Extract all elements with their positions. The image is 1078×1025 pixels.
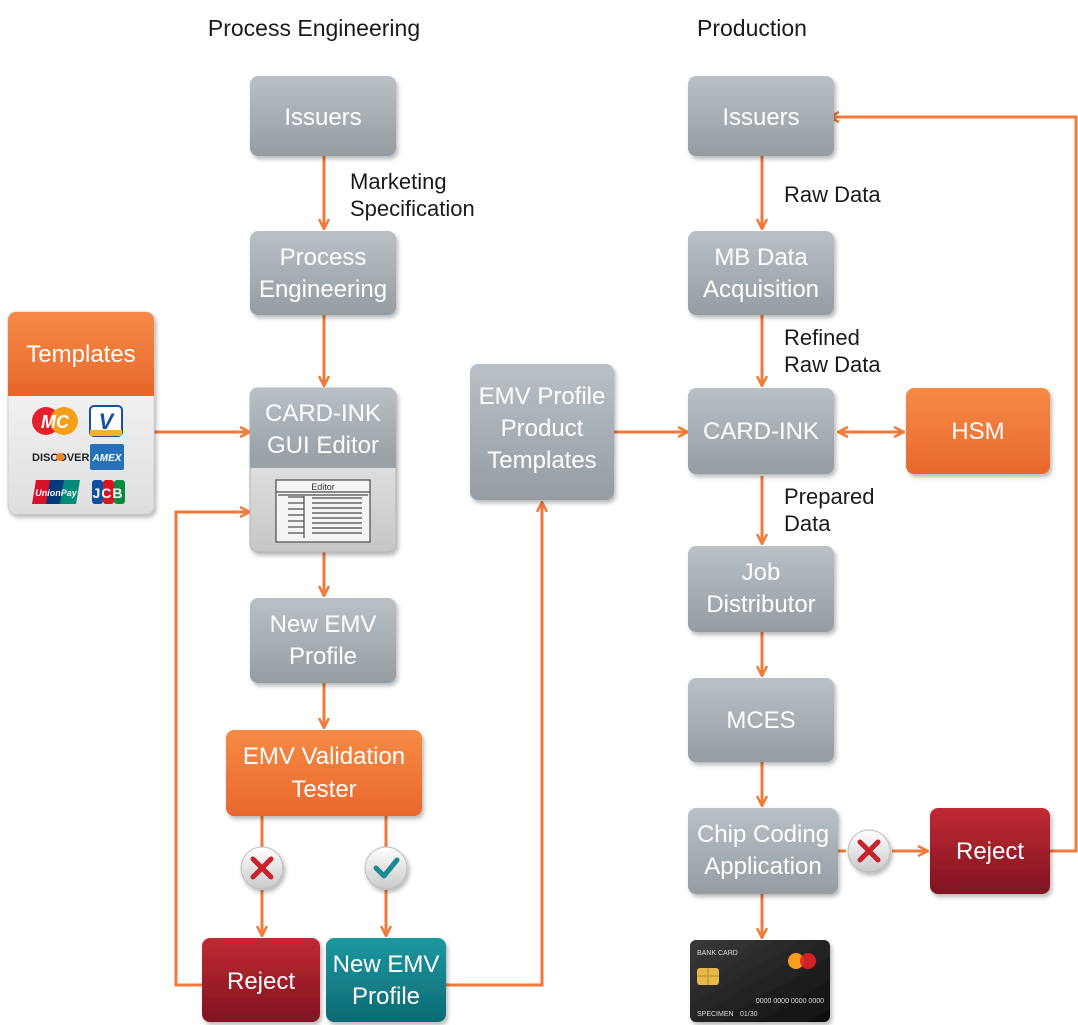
box-emv-validation-tester[interactable] [226, 730, 422, 816]
box-templates[interactable] [7, 311, 155, 515]
bank-card-title: BANK CARD [697, 950, 738, 957]
box-process-engineering-line2: Engineering [259, 276, 387, 303]
box-chip-coding-application-line1: Chip Coding [697, 821, 829, 848]
box-mb-data-acquisition[interactable] [688, 231, 834, 315]
box-new-emv-profile-1[interactable] [250, 598, 396, 683]
unionpay-logo-icon: UnionPay [32, 480, 80, 504]
box-process-engineering-line1: Process [280, 244, 367, 271]
jcb-logo-icon: JCB [92, 480, 125, 504]
bank-card-number: 0000 0000 0000 0000 [756, 998, 824, 1005]
box-reject-left[interactable] [202, 938, 320, 1022]
label-prepared-data-line2: Data [784, 511, 831, 536]
box-job-distributor-line1: Job [742, 559, 781, 586]
box-issuers-right[interactable] [688, 76, 834, 156]
box-emv-validation-tester-line2: Tester [291, 776, 356, 803]
box-hsm-label: HSM [951, 418, 1004, 445]
amex-logo-icon: AMEX [90, 444, 124, 470]
box-issuers-left-label: Issuers [284, 104, 361, 131]
mastercard-logo-icon: MC [32, 407, 78, 435]
label-refined-raw-data-line2: Raw Data [784, 352, 881, 377]
box-hsm[interactable] [906, 388, 1050, 474]
box-reject-left-label: Reject [227, 968, 295, 995]
fail-x-icon-right [847, 829, 891, 873]
svg-text:V: V [99, 409, 116, 434]
label-prepared-data-line1: Prepared [784, 484, 875, 509]
visa-logo-icon: V [89, 405, 123, 437]
svg-text:JCB: JCB [92, 485, 123, 501]
header-production: Production [697, 15, 807, 41]
box-card-ink[interactable] [688, 388, 834, 474]
box-job-distributor[interactable] [688, 546, 834, 632]
bank-card-icon [690, 940, 830, 1022]
box-process-engineering[interactable] [250, 231, 396, 315]
box-chip-coding-application[interactable] [688, 808, 838, 894]
discover-logo-icon: DISCOVER [32, 452, 90, 464]
box-gui-editor-line1: CARD-INK [265, 400, 381, 427]
header-process-engineering: Process Engineering [208, 15, 420, 41]
box-job-distributor-line2: Distributor [706, 591, 815, 618]
label-refined-raw-data-line1: Refined [784, 325, 860, 350]
arrow-reject-loop-to-editor [174, 512, 250, 987]
box-mces[interactable] [688, 678, 834, 762]
box-issuers-left[interactable] [250, 76, 396, 156]
svg-text:UnionPay: UnionPay [35, 488, 78, 498]
editor-window-icon [275, 479, 371, 543]
label-raw-data: Raw Data [784, 182, 881, 207]
box-mb-data-acquisition-line1: MB Data [714, 244, 808, 271]
box-new-emv-profile-2-line1: New EMV [333, 951, 440, 978]
box-emv-profile-product-templates[interactable] [470, 364, 614, 500]
label-marketing-spec-line1: Marketing [350, 169, 447, 194]
box-new-emv-profile-1-line1: New EMV [270, 611, 377, 638]
box-issuers-right-label: Issuers [722, 104, 799, 131]
svg-text:AMEX: AMEX [92, 453, 123, 464]
bank-card-holder: SPECIMEN [697, 1011, 734, 1018]
box-emv-profile-product-templates-line3: Templates [487, 447, 596, 474]
box-mb-data-acquisition-line2: Acquisition [703, 276, 819, 303]
arrow-reject-loop-to-issuers [829, 117, 1078, 853]
box-templates-label: Templates [26, 341, 135, 368]
box-emv-validation-tester-line1: EMV Validation [243, 743, 405, 770]
svg-text:MC: MC [41, 412, 70, 432]
box-new-emv-profile-1-line2: Profile [289, 643, 357, 670]
box-emv-profile-product-templates-line1: EMV Profile [479, 383, 606, 410]
box-emv-profile-product-templates-line2: Product [501, 415, 584, 442]
box-gui-editor-line2: GUI Editor [267, 432, 379, 459]
box-new-emv-profile-2-line2: Profile [352, 983, 420, 1010]
bank-card-expiry: 01/30 [740, 1011, 758, 1018]
label-marketing-spec-line2: Specification [350, 196, 475, 221]
box-reject-right[interactable] [930, 808, 1050, 894]
box-chip-coding-application-line2: Application [704, 853, 821, 880]
editor-tab-label: Editor [311, 482, 335, 492]
box-card-ink-label: CARD-INK [703, 418, 819, 445]
box-mces-label: MCES [726, 707, 795, 734]
pass-check-icon [364, 846, 408, 890]
arrow-profile-to-templates [446, 502, 542, 987]
fail-x-icon-left [240, 846, 284, 890]
box-reject-right-label: Reject [956, 838, 1024, 865]
box-new-emv-profile-2[interactable] [326, 938, 446, 1022]
